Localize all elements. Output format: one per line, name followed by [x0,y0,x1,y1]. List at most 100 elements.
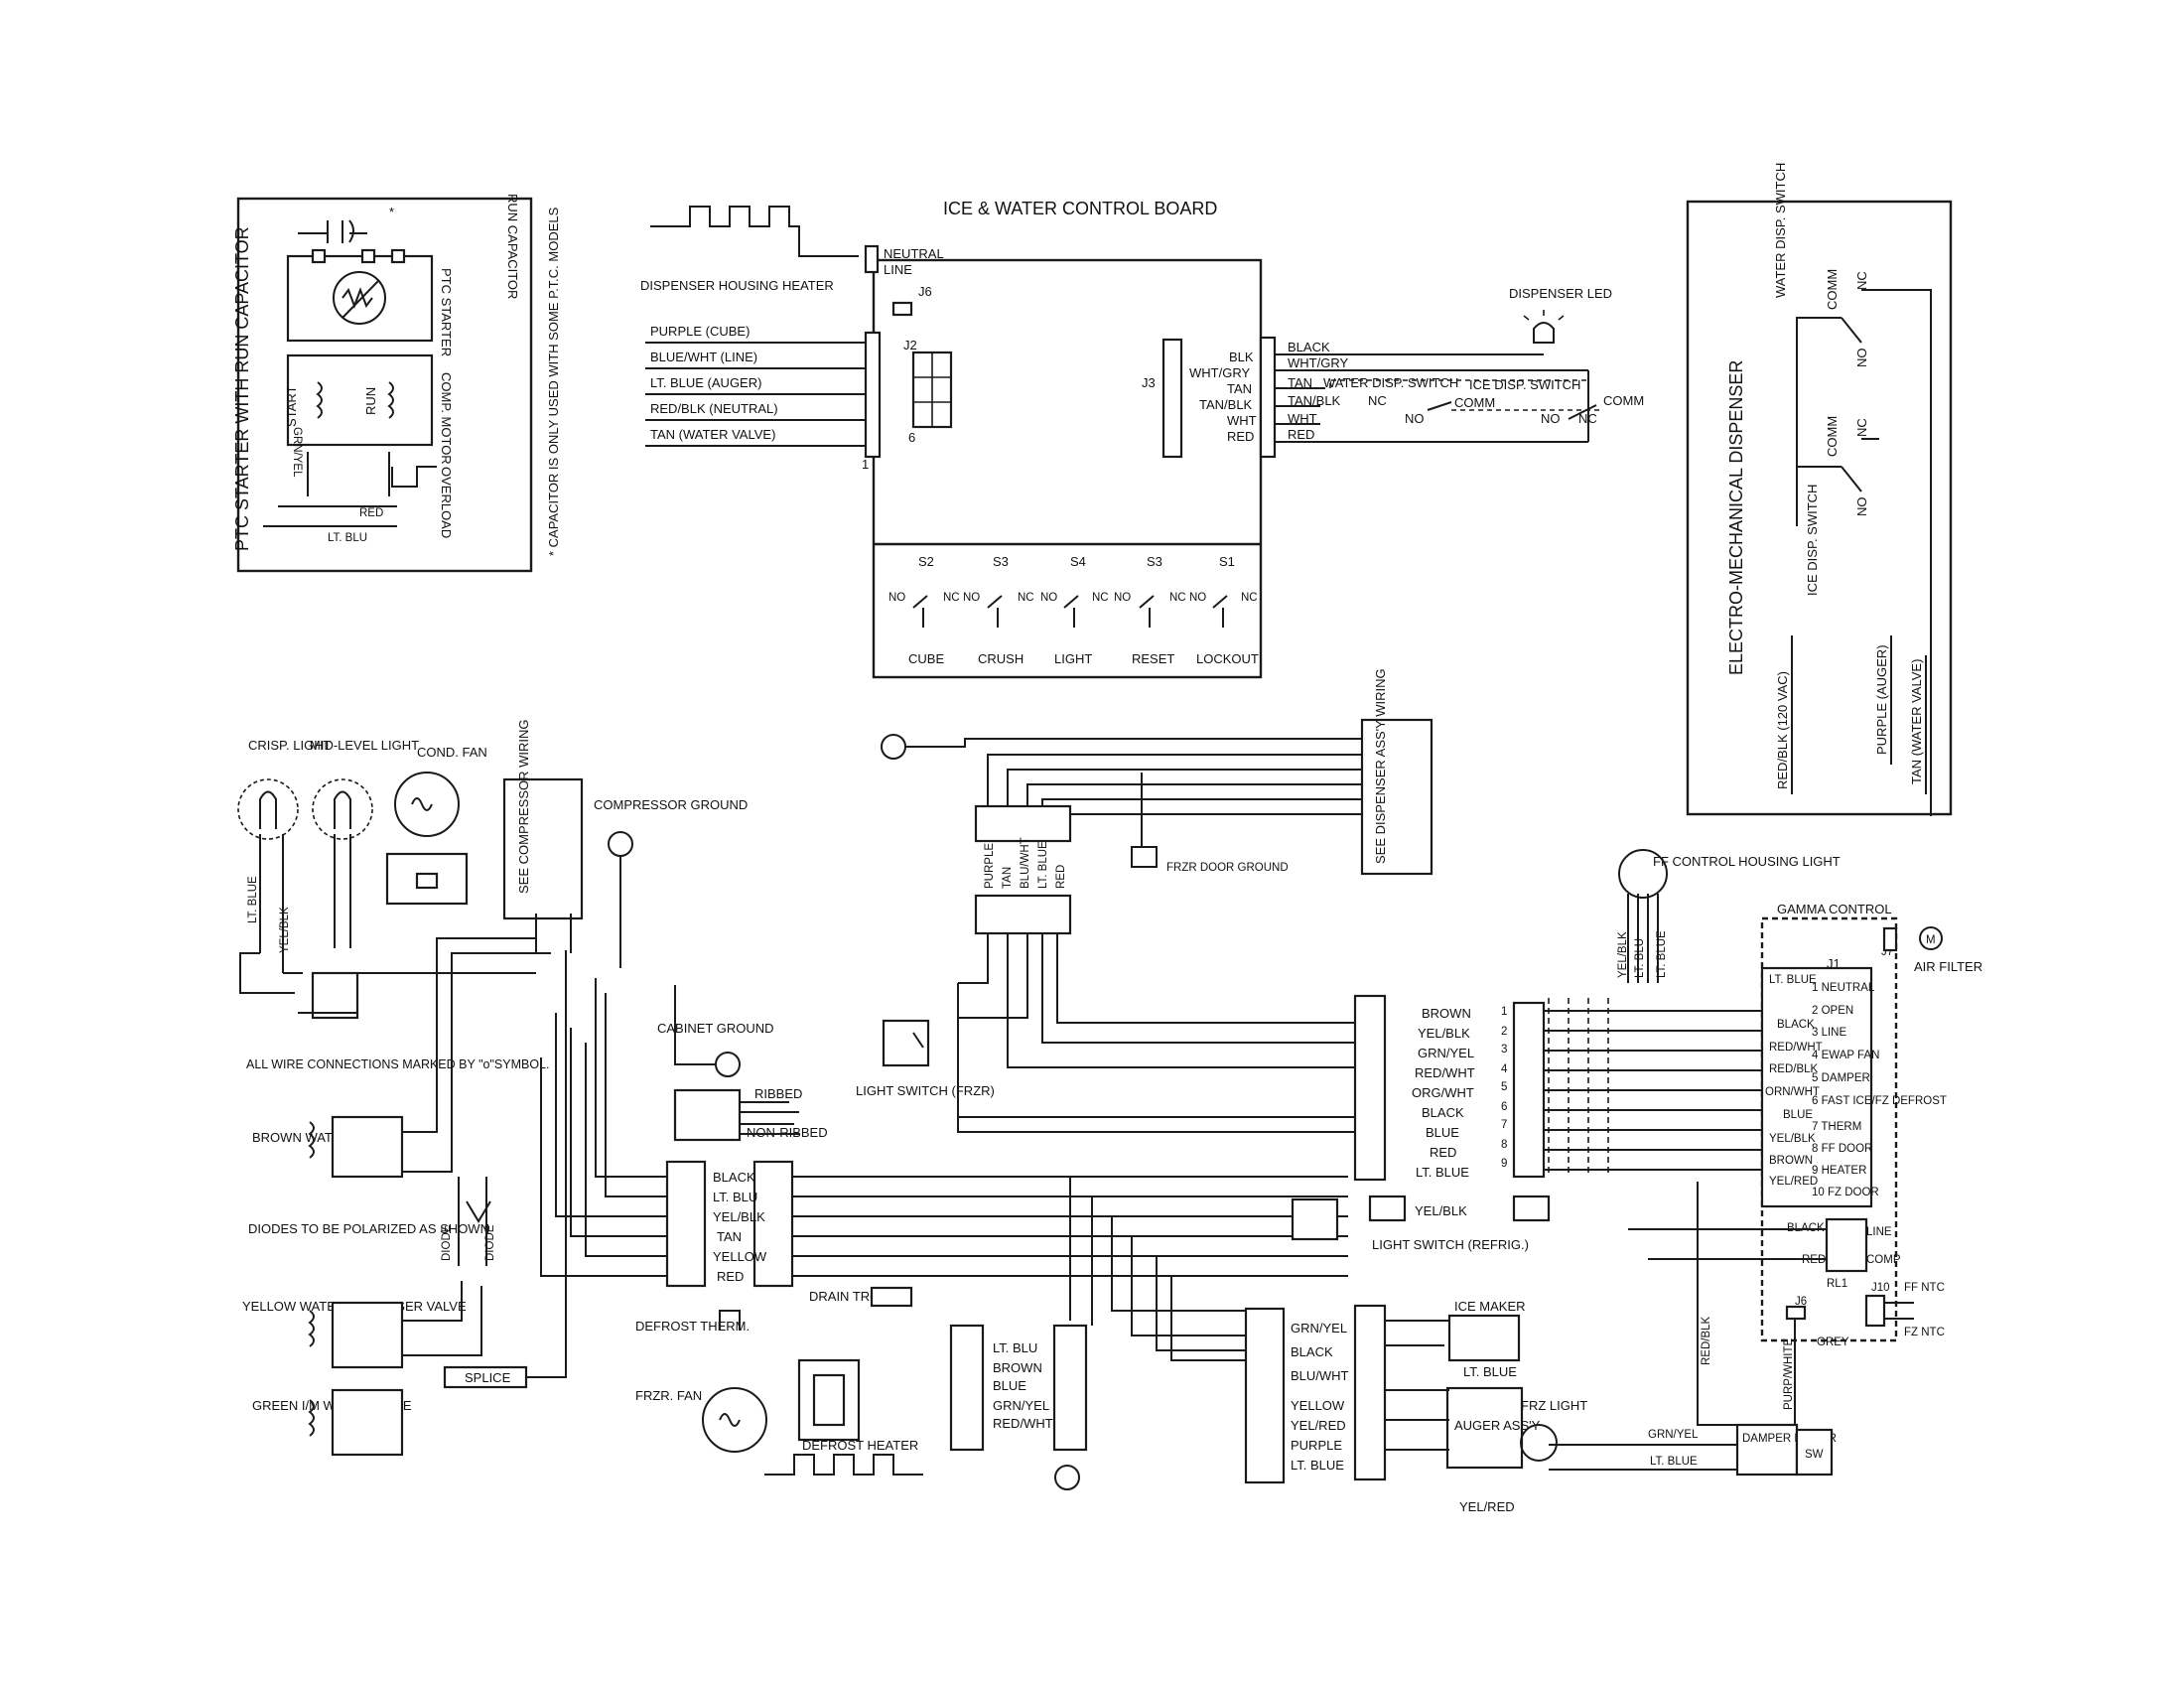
ptc-capacitor-note: * CAPACITOR IS ONLY USED WITH SOME P.T.C… [546,207,561,556]
svg-text:BLU/WHT: BLU/WHT [1291,1368,1349,1383]
svg-text:COMP: COMP [1866,1254,1901,1266]
svg-text:LT. BLUE: LT. BLUE [1291,1458,1344,1473]
gamma-top-wires: YEL/BLK LT. BLU LT. BLUE [1617,930,1668,978]
heater-wave [650,206,859,257]
svg-text:YEL/BLK: YEL/BLK [1617,931,1629,978]
svg-text:NO: NO [1114,592,1131,604]
see-dispenser-box [1360,718,1433,876]
svg-text:S4: S4 [1070,554,1086,569]
auger-label: AUGER ASS'Y [1454,1418,1541,1433]
ground-icon [1054,1465,1080,1490]
svg-text:YEL/BLK: YEL/BLK [1418,1026,1470,1041]
svg-text:S3: S3 [1147,554,1162,569]
svg-text:4 EWAP FAN: 4 EWAP FAN [1812,1050,1879,1061]
svg-text:GRN/YEL: GRN/YEL [1418,1046,1474,1060]
svg-text:7: 7 [1501,1119,1507,1131]
svg-text:1: 1 [862,457,869,472]
em-wire: PURPLE (AUGER) [1874,644,1889,755]
svg-text:FZ NTC: FZ NTC [1904,1327,1945,1338]
svg-text:GRN/YEL: GRN/YEL [993,1398,1049,1413]
svg-text:COMM: COMM [1454,395,1495,410]
svg-text:6: 6 [1501,1101,1507,1113]
svg-text:FF NTC: FF NTC [1904,1282,1945,1294]
svg-text:ORN/WHT: ORN/WHT [1765,1086,1820,1098]
board-input: TAN (WATER VALVE) [650,427,775,442]
svg-text:NO: NO [1854,497,1869,517]
svg-text:RED: RED [1288,427,1314,442]
svg-text:S1: S1 [1219,554,1235,569]
em-dispenser-panel: ELECTRO-MECHANICAL DISPENSER WATER DISP.… [1686,163,1953,816]
svg-text:YEL/RED: YEL/RED [1459,1499,1515,1514]
board-input: BLUE/WHT (LINE) [650,350,757,364]
cond-fan-icon [394,772,460,837]
svg-text:RED: RED [717,1269,744,1284]
svg-text:NO: NO [1541,411,1561,426]
svg-text:2: 2 [1501,1026,1507,1038]
svg-text:RESET: RESET [1132,651,1174,666]
svg-text:LIGHT: LIGHT [1054,651,1092,666]
svg-text:LT. BLUE: LT. BLUE [1769,974,1817,986]
harness-wires: BLACK LT. BLU YEL/BLK TAN YELLOW RED [713,1170,767,1284]
svg-text:1 NEUTRAL: 1 NEUTRAL [1812,982,1875,994]
see-compressor-box [502,777,584,920]
svg-text:NC: NC [1018,592,1034,604]
svg-text:YEL/RED: YEL/RED [1769,1176,1818,1188]
svg-text:NC: NC [1241,592,1258,604]
svg-text:PURP/WHITE: PURP/WHITE [1783,1337,1795,1410]
svg-text:RED: RED [1055,865,1067,889]
svg-text:SEE COMPRESSOR WIRING: SEE COMPRESSOR WIRING [516,719,531,894]
start-label: START [284,386,299,427]
svg-text:YEL/BLK: YEL/BLK [713,1209,765,1224]
board-input: LT. BLUE (AUGER) [650,375,761,390]
board-input: RED/BLK (NEUTRAL) [650,401,778,416]
gamma-left-wires: LT. BLUE BLACK RED/WHT RED/BLK ORN/WHT B… [1765,974,1823,1188]
svg-text:6: 6 [908,430,915,445]
svg-text:WHT: WHT [1227,413,1257,428]
svg-text:9: 9 [1501,1158,1507,1170]
cabinet-ground-icon [715,1052,741,1077]
comp-motor-label: COMP. MOTOR [439,372,454,465]
svg-text:3 LINE: 3 LINE [1812,1027,1846,1039]
svg-text:RED/WHT: RED/WHT [993,1416,1053,1431]
svg-text:NC: NC [1854,271,1869,290]
ice-disp-switch-label: ICE DISP. SWITCH [1469,377,1580,392]
svg-text:6 FAST ICE/FZ DEFROST: 6 FAST ICE/FZ DEFROST [1812,1095,1947,1107]
red-label: RED [359,507,383,519]
svg-text:1: 1 [1501,1006,1507,1018]
run-capacitor-symbol [298,219,367,243]
svg-text:PURPLE: PURPLE [1291,1438,1342,1453]
svg-text:BLK: BLK [1229,350,1254,364]
j6-label: J6 [918,284,932,299]
svg-text:M: M [1926,934,1936,946]
j3-connector [1161,338,1183,459]
lower-left-section: CRISP. LIGHT MID-LEVEL LIGHT COND. FAN S… [237,719,1348,1457]
light-switch-frzr-label: LIGHT SWITCH (FRZR) [856,1083,995,1098]
gamma-j1 [1760,966,1873,1208]
svg-text:RED: RED [1430,1145,1456,1160]
frzr-fan-label: FRZR. FAN [635,1388,702,1403]
overload-label: OVERLOAD [439,467,454,538]
svg-text:TAN: TAN [1288,375,1312,390]
frzr-door-ground-label: FRZR DOOR GROUND [1166,862,1289,874]
svg-text:YELLOW: YELLOW [1291,1398,1345,1413]
svg-text:TAN/BLK: TAN/BLK [1288,393,1341,408]
mid-level-light-label: MID-LEVEL LIGHT [310,738,419,753]
comp-motor-block [286,353,434,447]
frz-light-label: FRZ LIGHT [1521,1398,1587,1413]
svg-text:NC: NC [1092,592,1109,604]
svg-text:LINE: LINE [1866,1226,1892,1238]
ice-disp-switch-em: ICE DISP. SWITCH [1805,485,1820,596]
svg-text:RED/WHT: RED/WHT [1415,1065,1475,1080]
svg-text:YEL/RED: YEL/RED [1291,1418,1346,1433]
svg-text:NC: NC [1578,411,1597,426]
svg-text:SEE DISPENSER ASS'Y WIRING: SEE DISPENSER ASS'Y WIRING [1373,668,1388,864]
svg-text:TAN: TAN [717,1229,742,1244]
ground-icon [881,734,906,760]
svg-text:4: 4 [1501,1063,1508,1075]
svg-text:BLACK: BLACK [1288,340,1330,354]
svg-text:3: 3 [1501,1044,1507,1055]
svg-text:ORG/WHT: ORG/WHT [1412,1085,1474,1100]
svg-text:NC: NC [1854,418,1869,437]
svg-text:COMM: COMM [1825,416,1840,457]
